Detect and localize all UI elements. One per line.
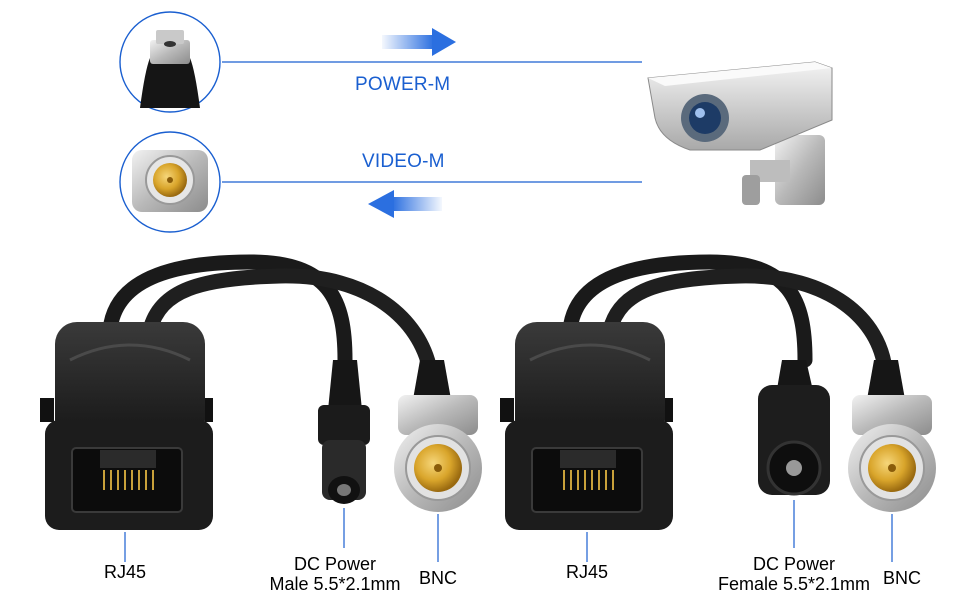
dc-power-spec: Female 5.5*2.1mm: [717, 574, 871, 594]
dc-power-title: DC Power: [293, 554, 377, 574]
arrow-right-icon: [382, 28, 456, 56]
cctv-camera-icon: [647, 61, 833, 205]
arrow-left-icon: [368, 190, 442, 218]
dc-power-spec: Male 5.5*2.1mm: [269, 574, 401, 594]
video-flow-label: VIDEO-M: [362, 151, 445, 172]
balun-male: [40, 254, 482, 562]
bnc-label: BNC: [882, 568, 921, 588]
dc-power-title: DC Power: [752, 554, 836, 574]
bnc-connector-icon: [119, 131, 221, 233]
rj45-label: RJ45: [103, 562, 147, 582]
dc-plug-icon: [119, 11, 221, 113]
dc-power-label: DC Power Female 5.5*2.1mm: [704, 554, 884, 594]
rj45-label: RJ45: [565, 562, 609, 582]
balun-female: [500, 254, 936, 562]
dc-power-label: DC Power Male 5.5*2.1mm: [255, 554, 415, 594]
power-flow-label: POWER-M: [355, 74, 451, 95]
bnc-label: BNC: [418, 568, 457, 588]
